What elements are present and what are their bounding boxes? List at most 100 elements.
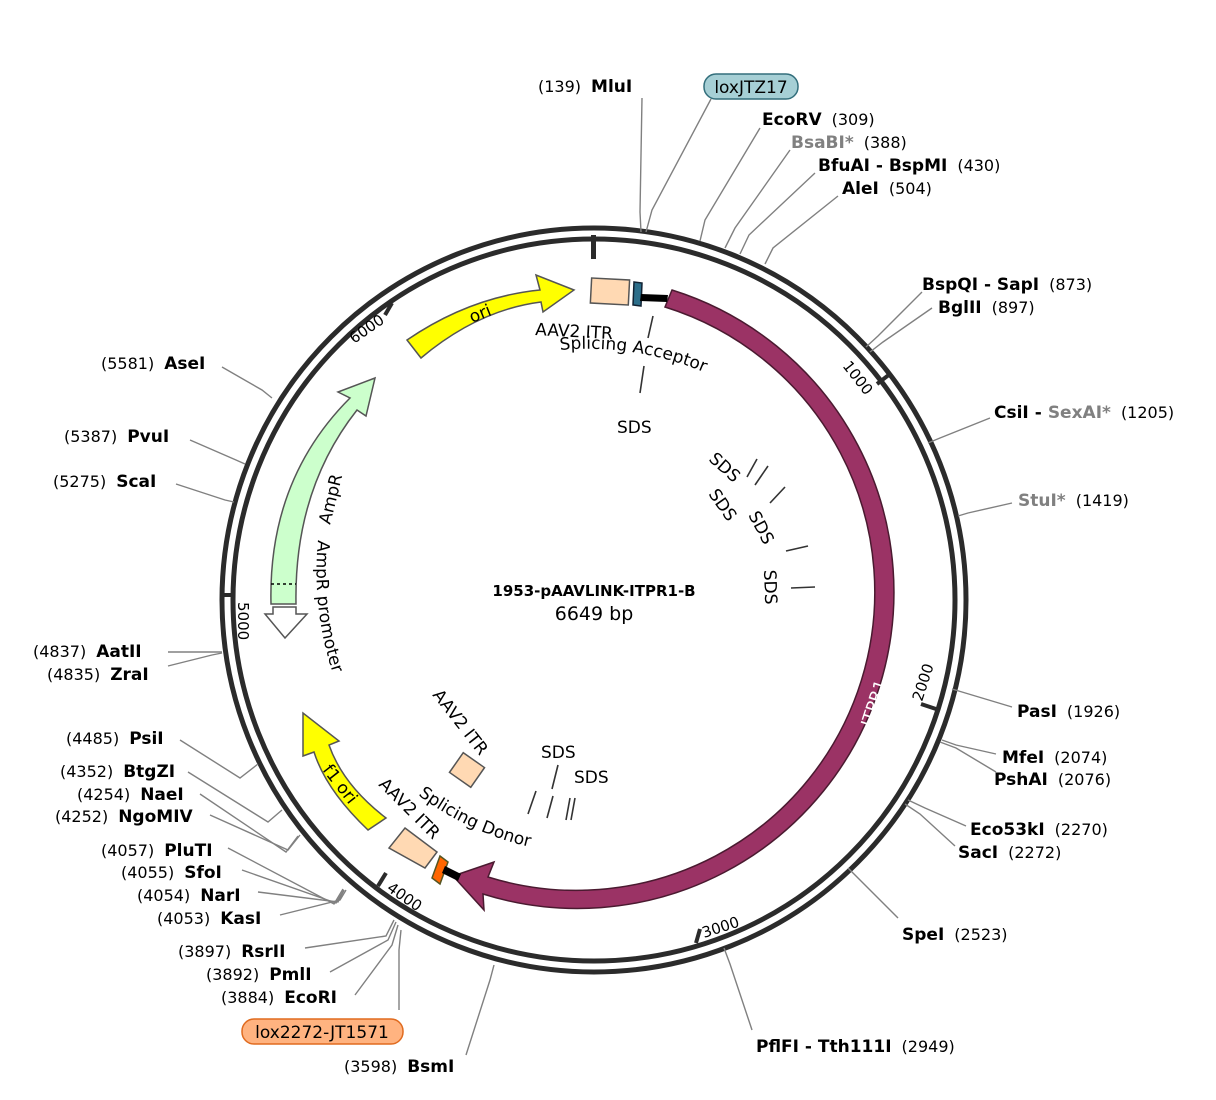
site-mfei[interactable]: MfeI(2074) [1002, 748, 1107, 768]
feature-f1-ori[interactable]: f1 ori [302, 711, 388, 831]
site-naei[interactable]: (4254)NaeI [77, 785, 184, 805]
sds-tick [647, 315, 654, 339]
site-pflfi-tth111i[interactable]: PflFI - Tth111I(2949) [756, 1037, 955, 1057]
ori-arrow[interactable] [405, 273, 576, 360]
leader-pshai [939, 741, 997, 773]
plasmid-name: 1953-pAAVLINK-ITPR1-B [492, 582, 695, 600]
site-bspqi-sapi[interactable]: BspQI - SapI(873) [922, 275, 1092, 295]
site-pshai[interactable]: PshAI(2076) [994, 770, 1111, 790]
lox2272-connector [442, 866, 461, 881]
leader-asei [221, 366, 273, 399]
feature-aav2-itr-top[interactable]: AAV2 ITR [535, 277, 631, 344]
leader-spei [847, 867, 899, 919]
site-alei[interactable]: AleI(504) [842, 179, 932, 199]
sds-label-5: SDS [759, 569, 780, 604]
sds-tick [769, 486, 786, 504]
loxjtz17-marker[interactable] [632, 281, 643, 307]
sds-label-2: SDS [705, 449, 744, 487]
site-spei[interactable]: SpeI(2523) [902, 925, 1007, 945]
feature-loxjtz17-marker[interactable] [632, 281, 668, 307]
lox2272-leader [398, 929, 402, 1010]
leader-stui [957, 502, 1013, 517]
lox2272-callout[interactable]: lox2272-JT1571 [241, 929, 404, 1045]
site-saci[interactable]: SacI(2272) [958, 843, 1061, 863]
aav2-itr-mid-box[interactable] [448, 751, 486, 789]
site-psii[interactable]: (4485)PsiI [66, 729, 164, 749]
loxjtz17-connector [640, 294, 668, 302]
site-ngomiv[interactable]: (4252)NgoMIV [55, 807, 194, 827]
site-pmli[interactable]: (3892)PmlI [206, 965, 312, 985]
site-zrai[interactable]: (4835)ZraI [47, 665, 149, 685]
lox2272-marker[interactable] [431, 854, 449, 886]
site-sfoi[interactable]: (4055)SfoI [121, 863, 222, 883]
site-ecori[interactable]: (3884)EcoRI [221, 988, 337, 1008]
feature-aav2-itr-mid[interactable]: AAV2 ITR [428, 686, 492, 789]
feature-lox2272-marker[interactable] [431, 854, 461, 886]
aav2-itr-bot-box[interactable] [387, 826, 439, 869]
aav2-itr-top-box[interactable] [589, 277, 631, 306]
site-pasi[interactable]: PasI(1926) [1017, 702, 1120, 722]
feature-itpr1[interactable]: ITPR1 [451, 289, 895, 913]
tick-label-1000: 1000 [839, 357, 877, 398]
sds-tick [570, 797, 576, 821]
site-asei[interactable]: (5581)AseI [101, 354, 205, 374]
sds-tick [790, 586, 816, 589]
site-btgzi[interactable]: (4352)BtgZI [60, 762, 175, 782]
leader-pflfi [723, 947, 753, 1031]
tick-4000 [376, 871, 388, 888]
ampr-arrow[interactable] [270, 376, 377, 605]
site-pvui[interactable]: (5387)PvuI [64, 427, 169, 447]
loxjtz17-callout[interactable]: loxJTZ17 [645, 73, 799, 233]
plasmid-length: 6649 bp [555, 603, 634, 625]
leader-zrai [167, 652, 223, 667]
leader-scai [175, 483, 235, 503]
site-stui[interactable]: StuI*(1419) [1018, 491, 1129, 511]
site-pluti[interactable]: (4057)PluTI [101, 841, 213, 861]
leader-naei [199, 793, 299, 853]
site-mlui[interactable]: (139)MluI [538, 77, 632, 97]
tick-label-5000: 5000 [234, 602, 252, 640]
sds-tick [551, 764, 559, 790]
leader-saci [904, 803, 956, 847]
aav2-itr-mid-label: AAV2 ITR [428, 686, 492, 760]
loxjtz17-leader [645, 98, 712, 233]
tick-6000 [383, 301, 394, 317]
site-bsabi[interactable]: BsaBI*(388) [791, 133, 907, 153]
leader-bfuai [739, 172, 816, 255]
site-bglii[interactable]: BglII(897) [938, 298, 1035, 318]
leader-bspqi [865, 291, 923, 348]
site-leaders [167, 97, 1013, 1056]
site-aatii[interactable]: (4837)AatII [33, 642, 142, 662]
loxjtz17-badge[interactable] [703, 73, 799, 100]
sds-tick [785, 545, 809, 552]
site-scai[interactable]: (5275)ScaI [53, 472, 156, 492]
leader-csii [927, 417, 991, 444]
feature-ori[interactable]: ori [405, 273, 576, 360]
ampr-promoter-arrow[interactable] [263, 606, 309, 640]
site-bsmi[interactable]: (3598)BsmI [344, 1057, 454, 1077]
site-eco53ki[interactable]: Eco53kI(2270) [970, 820, 1108, 840]
sds-label-1: SDS [617, 418, 652, 438]
leader-nari [257, 889, 345, 903]
sds-label-4: SDS [744, 508, 778, 548]
site-csii-sexai[interactable]: CsiI-SexAI*(1205) [994, 403, 1174, 423]
leader-mlui [639, 97, 643, 233]
leader-pasi [951, 688, 1013, 708]
lox2272-badge[interactable] [241, 1018, 404, 1045]
leader-bglii [869, 307, 933, 353]
f1-ori-arrow[interactable] [302, 711, 388, 831]
leader-ngomiv [209, 814, 301, 851]
leader-sfoi [241, 869, 345, 904]
sds-label-3: SDS [704, 485, 740, 525]
site-ecorv[interactable]: EcoRV(309) [762, 110, 875, 130]
itpr1-arrow[interactable] [451, 289, 895, 913]
site-rsrii[interactable]: (3897)RsrII [178, 942, 285, 962]
site-bfuai-bspmi[interactable]: BfuAI - BspMI(430) [818, 156, 1000, 176]
ampr-label: AmpR [315, 472, 347, 526]
site-kasi[interactable]: (4053)KasI [157, 909, 261, 929]
lox2272-label: lox2272-JT1571 [255, 1023, 389, 1043]
leader-bsabi [724, 149, 791, 249]
ampr-promoter-label: AmpR promoter [311, 540, 347, 675]
site-nari[interactable]: (4054)NarI [137, 886, 241, 906]
